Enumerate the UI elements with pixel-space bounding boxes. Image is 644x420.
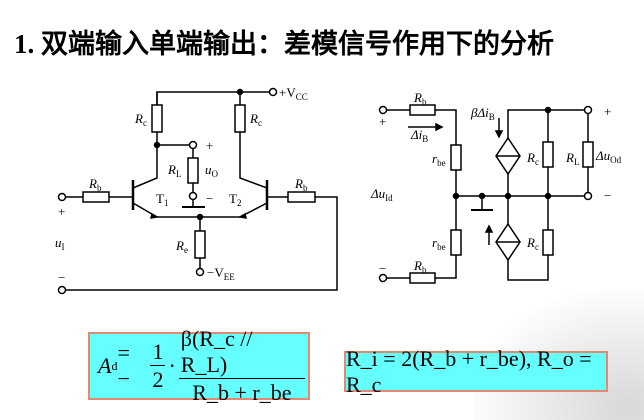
svg-text:+VCC: +VCC: [279, 85, 308, 102]
rc-bottom-resistor: [542, 229, 554, 256]
svg-text:Rb: Rb: [413, 258, 427, 275]
svg-text:Rc: Rc: [526, 150, 539, 167]
formula-ad-symbol: A: [98, 353, 112, 378]
resistance-formula: R_i = 2(R_b + r_be), R_o = R_c: [344, 346, 608, 397]
svg-text:−VEE: −VEE: [207, 265, 235, 282]
svg-text:+: +: [604, 104, 611, 119]
rc-left-resistor: [151, 104, 163, 133]
left-circuit-labels: +VCC −VEE Rc Rc RL uO + − Re Rb Rb T1 T2…: [55, 85, 308, 285]
svg-text:T1: T1: [156, 191, 168, 208]
svg-text:−: −: [206, 191, 213, 206]
rbe-top-resistor: [450, 144, 462, 171]
svg-text:−: −: [58, 270, 65, 285]
svg-text:RL: RL: [565, 150, 579, 167]
vcc-terminal: [268, 87, 278, 97]
svg-text:−: −: [379, 261, 386, 276]
small-signal-equivalent-circuit: [378, 104, 594, 284]
formula-ad-subscript: d: [111, 358, 118, 373]
svg-text:ΔiB: ΔiB: [410, 127, 428, 144]
rc-top-resistor: [542, 141, 554, 168]
arrow-up-icon: [484, 224, 494, 233]
rc-right-resistor: [234, 104, 246, 133]
input-plus-terminal: [57, 192, 67, 202]
formula-equals: = −: [117, 340, 130, 391]
svg-text:βΔiB: βΔiB: [470, 105, 495, 122]
rb-left-resistor: [82, 191, 110, 203]
re-resistor: [194, 230, 206, 259]
svg-text:uI: uI: [55, 235, 65, 252]
svg-text:ΔuId: ΔuId: [370, 186, 393, 203]
formula-denominator: R_b + r_be: [192, 379, 292, 405]
svg-text:ΔuOd: ΔuOd: [595, 148, 622, 165]
svg-text:Rb: Rb: [413, 90, 427, 107]
arrow-down-icon: [494, 130, 504, 139]
formula-ri-ro: R_i = 2(R_b + r_be), R_o = R_c: [346, 345, 592, 397]
uo-plus-terminal: [188, 140, 198, 150]
formula-fraction: β(R_c // R_L)R_b + r_be: [178, 326, 305, 407]
svg-text:T2: T2: [229, 191, 241, 208]
svg-text:Rc: Rc: [526, 235, 539, 252]
svg-text:Rb: Rb: [88, 176, 102, 193]
uo-minus-terminal: [188, 191, 198, 201]
svg-text:rbe: rbe: [432, 151, 446, 168]
rl-resistor: [187, 157, 199, 184]
rbe-bottom-resistor: [450, 229, 462, 256]
svg-text:+: +: [58, 204, 65, 219]
svg-text:Rc: Rc: [249, 111, 262, 128]
svg-text:Re: Re: [175, 238, 188, 255]
slide-title: 1. 双端输入单端输出：差模信号作用下的分析: [14, 29, 554, 59]
differential-amplifier-circuit: [57, 87, 338, 295]
svg-text:rbe: rbe: [432, 235, 446, 252]
right-circuit-labels: Rb ΔiB + rbe rbe Rb − ΔuId βΔiB Rc Rc RL…: [370, 90, 622, 276]
svg-text:+: +: [206, 138, 213, 153]
rb-right-resistor: [287, 191, 316, 203]
svg-text:uO: uO: [205, 162, 219, 179]
formula-numerator: β(R_c // R_L): [178, 326, 305, 379]
svg-text:−: −: [604, 188, 611, 203]
svg-text:RL: RL: [167, 162, 181, 179]
svg-text:+: +: [379, 114, 386, 129]
input-minus-terminal: [57, 285, 67, 295]
svg-text:Rb: Rb: [294, 176, 308, 193]
current-arrow-icon: [435, 122, 444, 132]
rl-resistor: [582, 141, 594, 168]
vee-terminal: [195, 267, 205, 277]
svg-text:Rc: Rc: [134, 111, 147, 128]
